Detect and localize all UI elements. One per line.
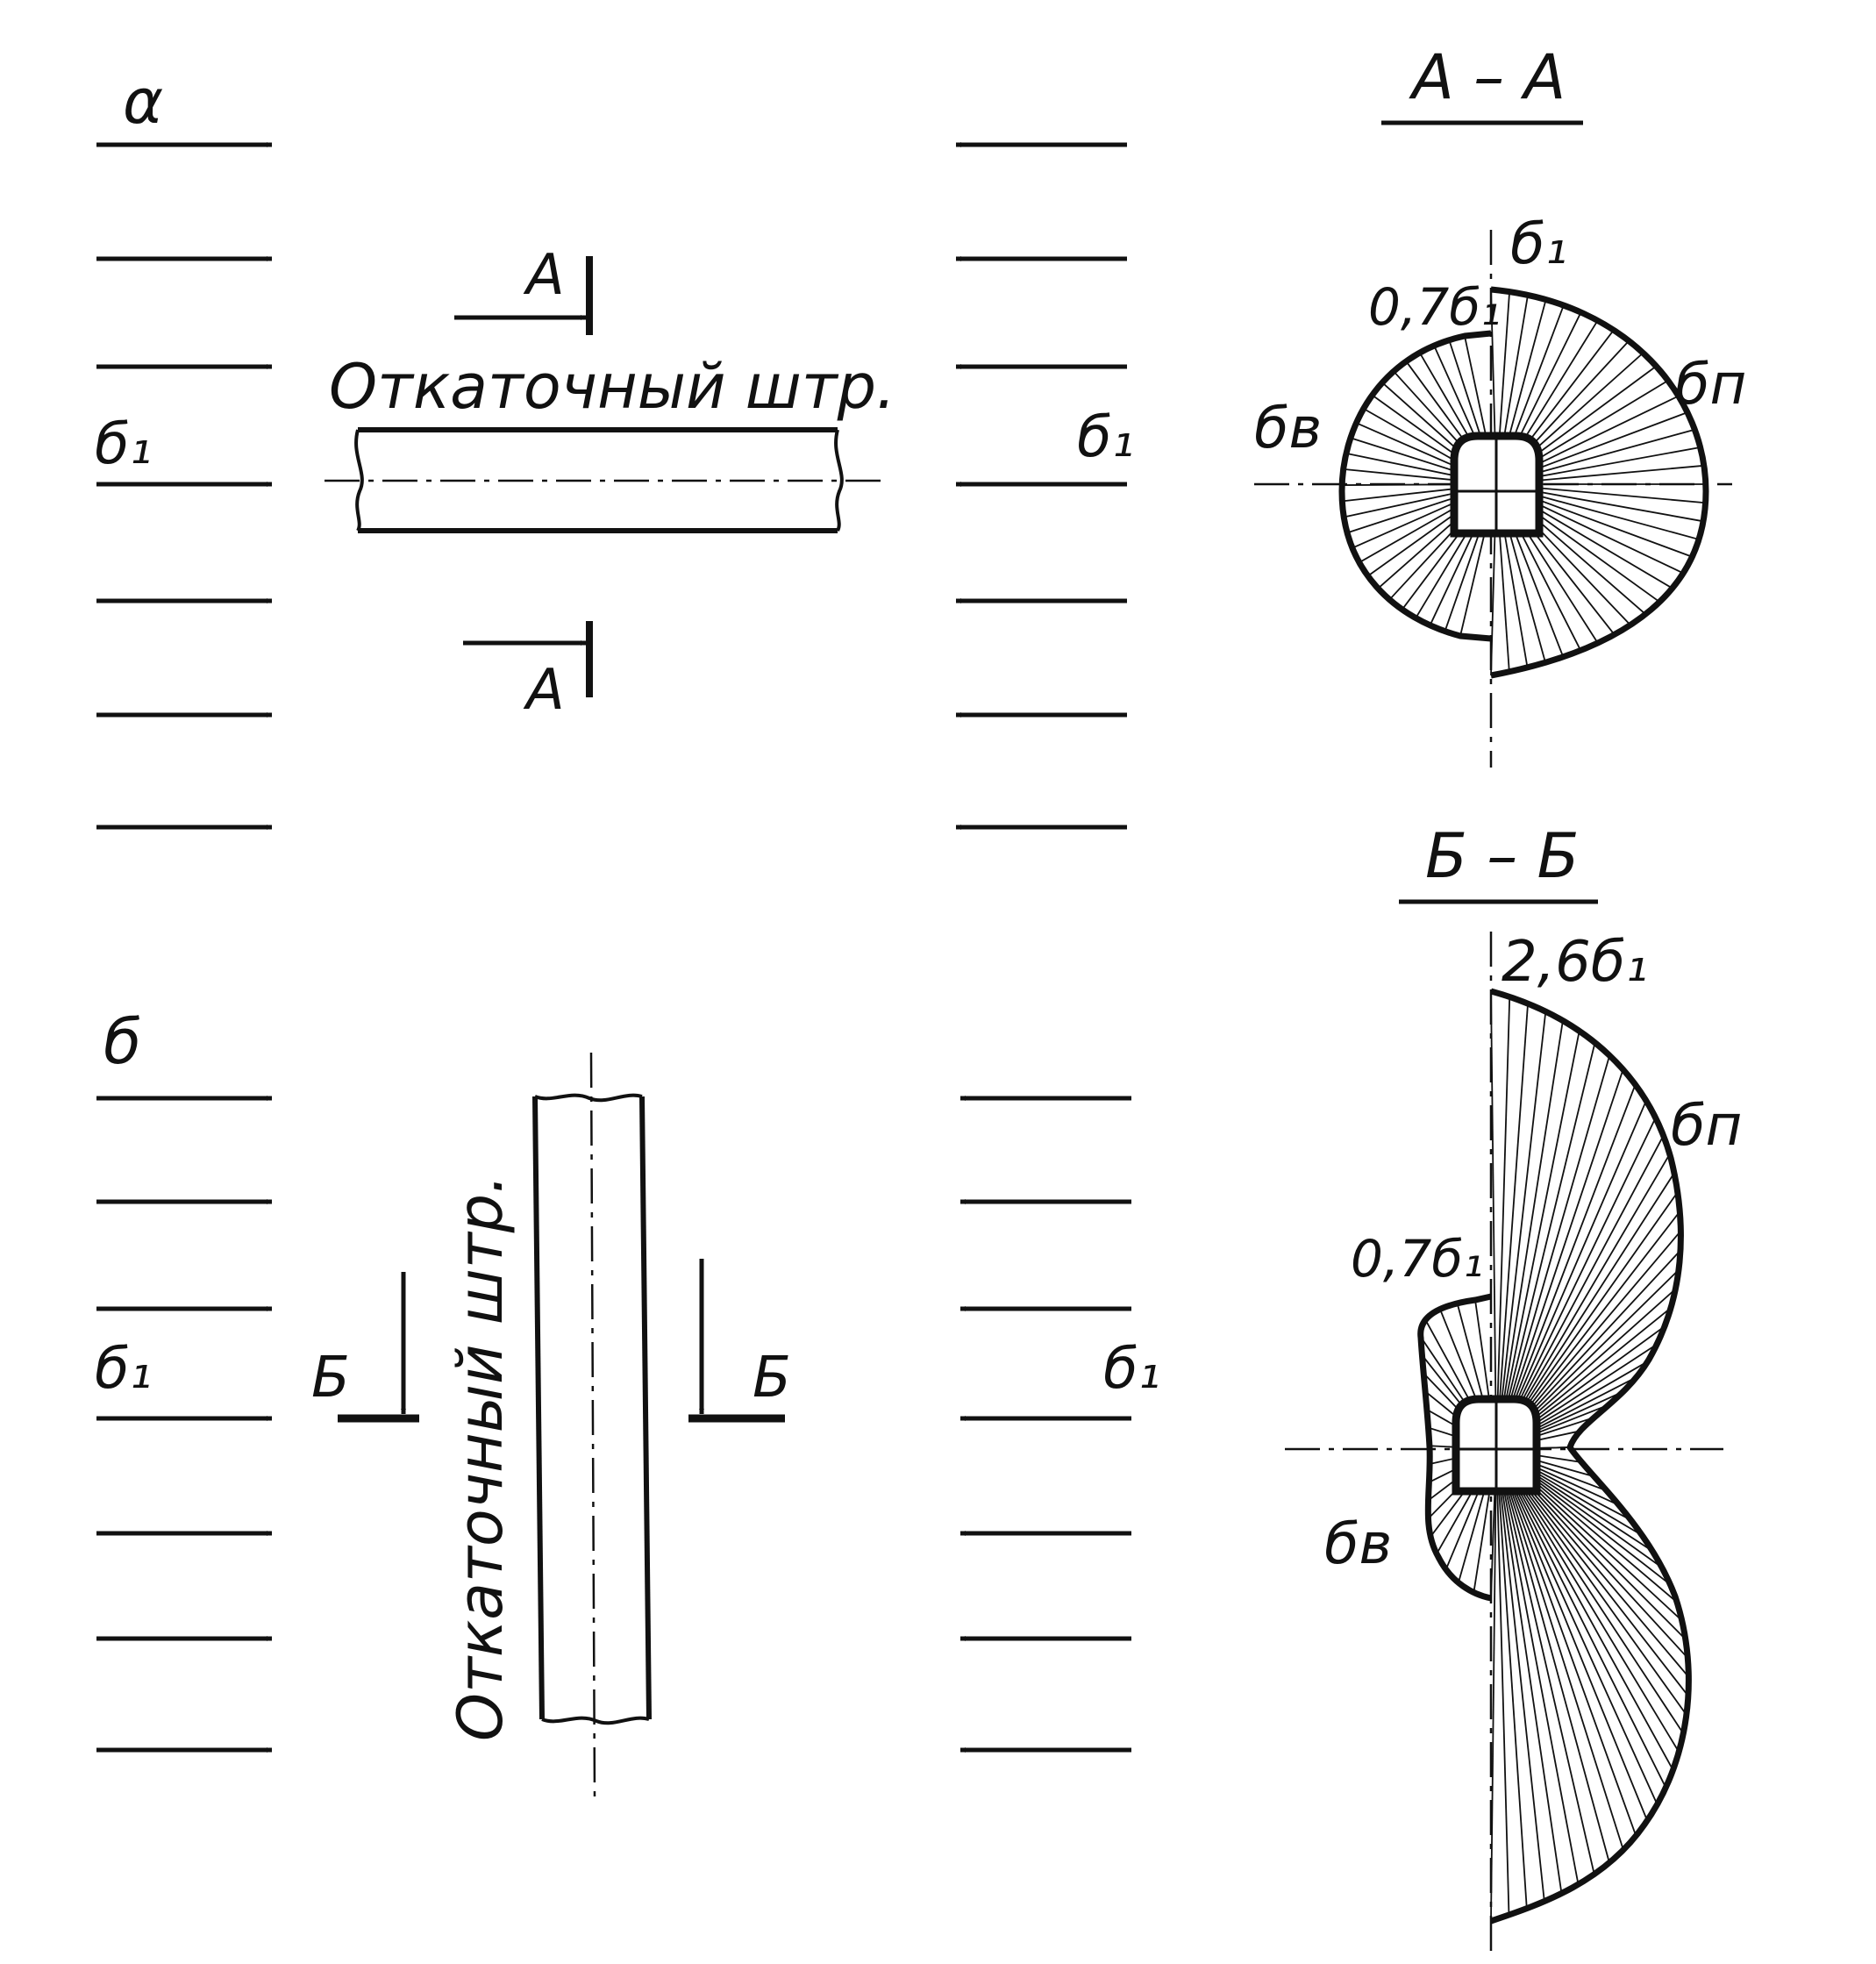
panel-a-stress-left-label: б₁ <box>95 412 152 477</box>
hatch-line-bb-52 <box>1495 1448 1667 1789</box>
section-aa-label-top: б₁ <box>1510 212 1567 277</box>
stress-curve-bb-right <box>1489 988 1692 1925</box>
section-mark-b-left <box>338 1272 419 1423</box>
hatch-line-bb-59 <box>1495 1448 1580 1885</box>
stress-curve-aa-right <box>1490 286 1709 679</box>
stress-curve-bb-left <box>1417 1293 1492 1602</box>
panel-b-stress-right-label: б₁ <box>1103 1337 1160 1402</box>
section-aa-label-left-top: 0,7б₁ <box>1368 277 1501 337</box>
hatch-line-bb-9 <box>1495 1068 1624 1450</box>
compression-arrows-a-left <box>96 142 272 830</box>
hatch-line-bb-57 <box>1495 1448 1610 1863</box>
hatch-line-bb-49 <box>1495 1448 1685 1734</box>
hatch-line-bb-60 <box>1495 1448 1563 1894</box>
hatch-line-bb-50 <box>1495 1448 1680 1753</box>
section-aa-title: А – А <box>1409 41 1566 113</box>
section-bb-label-top: 2,6б₁ <box>1502 930 1648 995</box>
compression-arrows-b-left <box>96 1096 272 1753</box>
drift-plan-horizontal <box>325 427 886 533</box>
drift-plan-vertical <box>532 1052 652 1799</box>
section-mark-a-bottom-letter: А <box>523 658 565 723</box>
hatch-line-bb-54 <box>1495 1448 1648 1821</box>
opening-cross-section-aa <box>1450 432 1544 538</box>
hatch-line-bb-61 <box>1495 1448 1545 1902</box>
hatch-line-bb-10 <box>1495 1084 1637 1450</box>
compression-arrows-b-right <box>960 1096 1131 1753</box>
hatch-line-bb-12 <box>1495 1117 1657 1450</box>
section-aa-label-left: бв <box>1254 396 1322 461</box>
section-bb: Б – Б 2,6б₁ бп 0,7б₁ бв <box>1285 820 1742 1952</box>
section-aa: А – А б₁ 0,7б₁ бп бв <box>1254 41 1746 768</box>
section-bb-label-left-top: 0,7б₁ <box>1351 1229 1483 1289</box>
section-aa-label-right: бп <box>1675 353 1746 418</box>
panel-a-stress-right-label: б₁ <box>1077 405 1134 470</box>
hatch-line-bb-58 <box>1495 1448 1595 1875</box>
stress-curve-aa-left <box>1338 330 1492 642</box>
hatch-line-bb-2 <box>1495 996 1511 1450</box>
hatch-line-bb-55 <box>1495 1448 1637 1837</box>
hatch-line-bb-8 <box>1495 1055 1611 1450</box>
hatch-line-bb-4 <box>1495 1011 1547 1450</box>
hatch-line-bb-11 <box>1495 1100 1647 1450</box>
hatch-line-bb-63 <box>1495 1448 1510 1916</box>
section-mark-b-right <box>688 1259 785 1423</box>
panel-b: б б₁ б₁ Откаточный штр. Б Б <box>95 1006 1160 1799</box>
section-mark-a-bottom <box>463 621 593 697</box>
hatch-line-bb-62 <box>1495 1448 1528 1909</box>
section-bb-label-right: бп <box>1671 1094 1742 1159</box>
panel-a: α б₁ б₁ Откаточный штр. А А <box>95 66 1134 830</box>
section-mark-b-left-letter: Б <box>311 1346 350 1411</box>
hatch-line-bb-1 <box>1490 990 1497 1450</box>
hatch-line-bb-6 <box>1495 1031 1580 1450</box>
hatch-line-bb-56 <box>1495 1448 1624 1851</box>
compression-arrows-a-right <box>956 142 1127 830</box>
hatch-line-bb-3 <box>1495 1003 1529 1450</box>
hatch-line-bb-64 <box>1490 1448 1497 1922</box>
hatch-line-bb-5 <box>1495 1020 1564 1450</box>
panel-a-drift-label: Откаточный штр. <box>329 351 895 423</box>
panel-a-letter: α <box>123 66 163 138</box>
panel-b-stress-left-label: б₁ <box>95 1337 152 1402</box>
hatch-line-bb-7 <box>1495 1042 1596 1450</box>
section-mark-a-top <box>454 256 593 335</box>
panel-b-drift-label: Откаточный штр. <box>445 1175 517 1741</box>
section-mark-a-top-letter: А <box>523 243 565 308</box>
section-mark-b-right-letter: Б <box>753 1346 791 1411</box>
panel-b-letter: б <box>103 1006 141 1078</box>
section-bb-label-left: бв <box>1324 1512 1392 1577</box>
hatch-line-bb-51 <box>1495 1448 1674 1771</box>
hatch-line-bb-53 <box>1495 1448 1658 1805</box>
opening-cross-section-bb <box>1452 1395 1541 1496</box>
section-bb-title: Б – Б <box>1425 820 1580 892</box>
